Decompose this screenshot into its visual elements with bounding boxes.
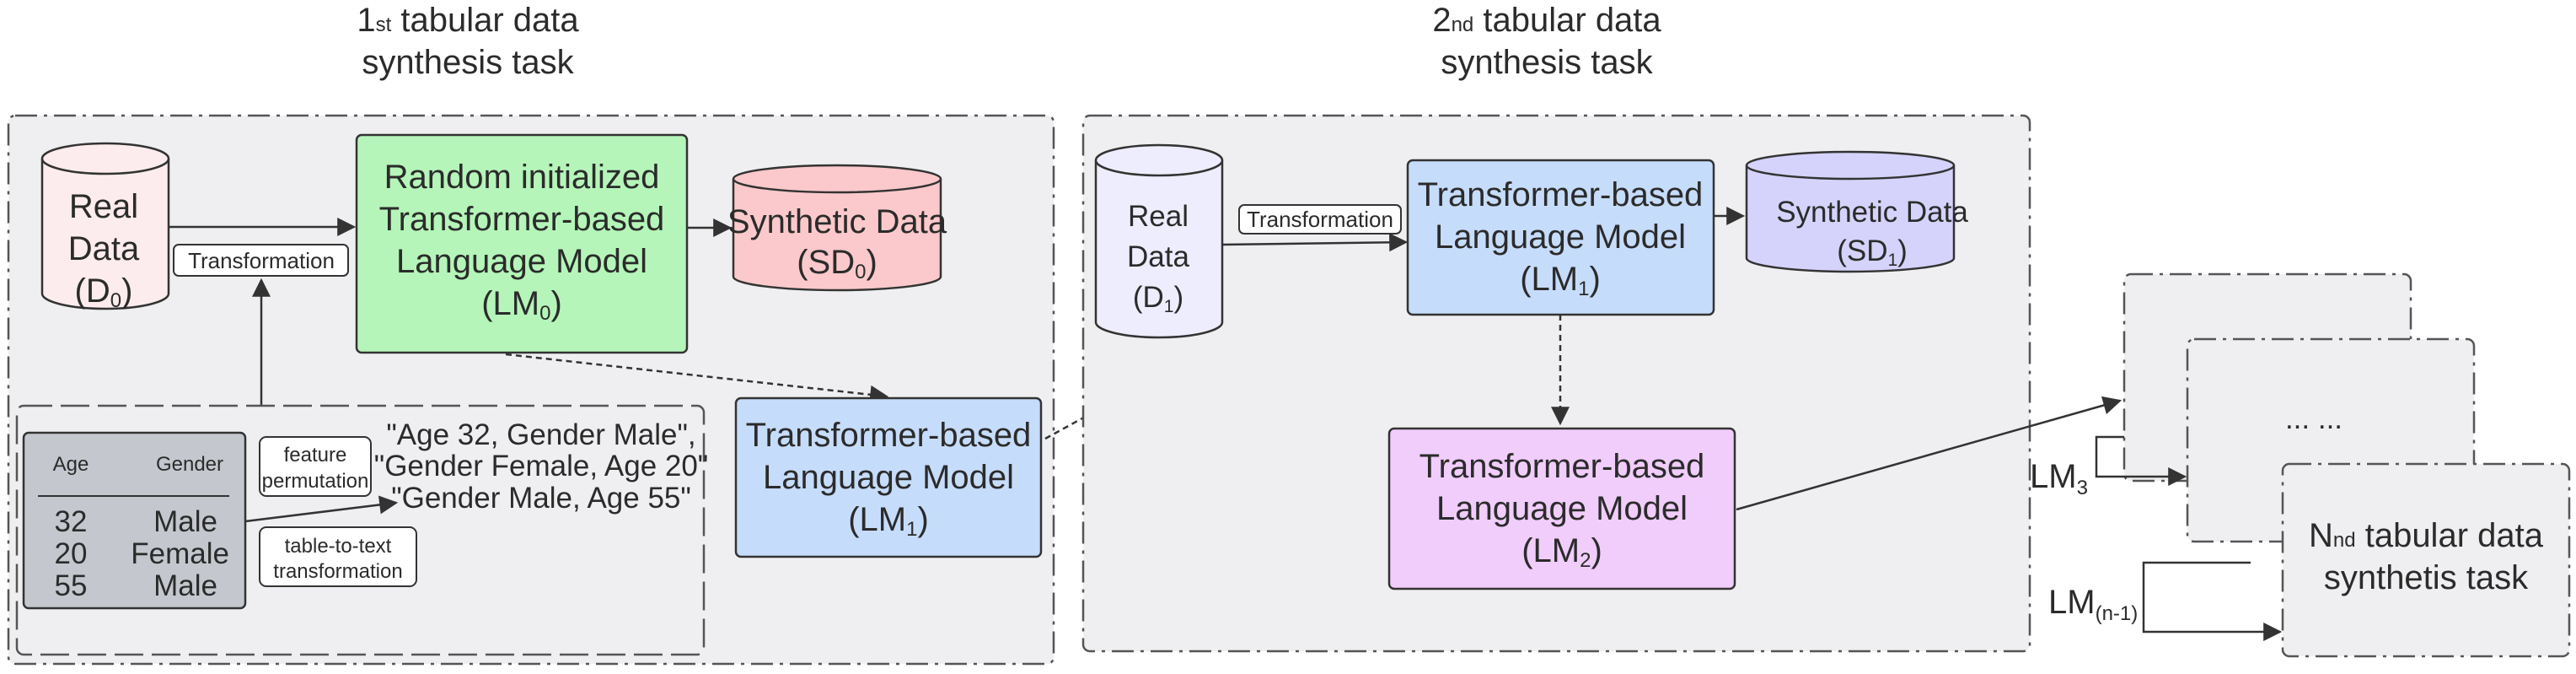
table-to-text-label: table-to-text transformation — [259, 526, 417, 587]
task1-title-line2: synthesis task — [362, 44, 574, 81]
sentence-3: "Gender Male, Age 55" — [391, 482, 691, 515]
sentence-1: "Age 32, Gender Male", — [386, 418, 695, 451]
arrow-lm3 — [2095, 435, 2187, 486]
svg-text:table-to-text: table-to-text — [285, 535, 392, 558]
svg-text:Language Model: Language Model — [1435, 218, 1686, 256]
svg-text:(D0): (D0) — [75, 272, 133, 312]
svg-text:feature: feature — [284, 444, 347, 466]
svg-text:Transformation: Transformation — [1247, 207, 1393, 232]
real-data-d1-cylinder: Real Data (D1) — [1094, 143, 1224, 339]
svg-text:Random initialized: Random initialized — [384, 159, 660, 196]
svg-text:(SD0): (SD0) — [797, 244, 877, 283]
table-cell-gender-2: Female — [131, 537, 229, 570]
random-initialized-lm0-box: Random initialized Transformer-based Lan… — [355, 133, 689, 354]
svg-text:Synthetic Data: Synthetic Data — [1776, 196, 1968, 229]
task2-lm1-box: Transformer-based Language Model (LM1) — [1406, 159, 1715, 316]
transformation-label-task2: Transformation — [1238, 204, 1402, 235]
svg-text:Language Model: Language Model — [1436, 490, 1688, 527]
svg-text:(D1): (D1) — [1133, 281, 1183, 316]
table-cell-gender-1: Male — [153, 505, 217, 538]
taskN-title-line2: synthetis task — [2324, 559, 2529, 596]
arrow-lm0-to-lm1-dashed — [505, 353, 889, 404]
task2-title: 2nd tabular data — [1432, 2, 1661, 39]
svg-text:Data: Data — [1127, 240, 1189, 273]
svg-text:Synthetic Data: Synthetic Data — [727, 203, 947, 240]
svg-text:Transformation: Transformation — [188, 248, 335, 273]
arrow-lmn — [2142, 561, 2283, 641]
sentence-2: "Gender Female, Age 20" — [374, 450, 708, 483]
trained-lm1-box: Transformer-based Language Model (LM1) — [734, 396, 1043, 558]
svg-text:(LM1): (LM1) — [1520, 261, 1601, 300]
arrow-table-to-sentences — [244, 495, 399, 523]
svg-text:Data: Data — [68, 230, 140, 267]
synthetic-data-sd1-cylinder: Synthetic Data (SD1) — [1745, 150, 1968, 273]
svg-text:(SD1): (SD1) — [1837, 235, 1908, 270]
svg-text:(LM1): (LM1) — [848, 501, 929, 541]
feature-permutation-label: feature permutation — [259, 436, 372, 497]
arrow-lm2-to-next-task — [1736, 396, 2123, 511]
taskN-title: Nnd tabular data — [2309, 517, 2544, 554]
taskN-card — [2281, 462, 2571, 658]
lmn-label: LM(n-1) — [2048, 584, 2138, 625]
lm3-label: LM3 — [2030, 458, 2088, 499]
table-header-age: Age — [53, 453, 89, 476]
table-cell-age-3: 55 — [55, 569, 88, 602]
transformation-label-task1: Transformation — [173, 244, 349, 277]
svg-text:Language Model: Language Model — [396, 243, 647, 280]
svg-text:transformation: transformation — [273, 560, 402, 583]
ellipsis-text: ... ... — [2285, 402, 2343, 435]
task2-lm2-box: Transformer-based Language Model (LM2) — [1387, 427, 1736, 590]
svg-text:Transformer-based: Transformer-based — [746, 417, 1032, 454]
table-cell-age-2: 20 — [55, 537, 88, 570]
svg-text:Real: Real — [69, 188, 138, 225]
task1-title: 1st tabular data — [357, 2, 579, 39]
table-cell-age-1: 32 — [55, 505, 88, 538]
svg-text:Transformer-based: Transformer-based — [1419, 448, 1705, 485]
table-cell-gender-3: Male — [153, 569, 217, 602]
real-data-d0-cylinder: Real Data (D0) — [40, 142, 170, 312]
svg-text:(LM2): (LM2) — [1521, 532, 1602, 572]
svg-text:Transformer-based: Transformer-based — [1418, 176, 1704, 213]
task2-title-line2: synthesis task — [1441, 44, 1653, 81]
table-header-gender: Gender — [156, 453, 223, 476]
svg-text:permutation: permutation — [262, 470, 369, 493]
svg-text:Language Model: Language Model — [763, 459, 1014, 496]
svg-text:Real: Real — [1128, 200, 1189, 233]
arrow-d1-to-task2-lm1 — [1221, 233, 1409, 252]
synthetic-data-sd0-cylinder: Synthetic Data (SD0) — [727, 164, 947, 292]
sample-table: Age Gender 32 Male 20 Female 55 Male — [22, 431, 247, 610]
svg-text:(LM0): (LM0) — [481, 285, 562, 325]
svg-text:Transformer-based: Transformer-based — [379, 201, 665, 238]
